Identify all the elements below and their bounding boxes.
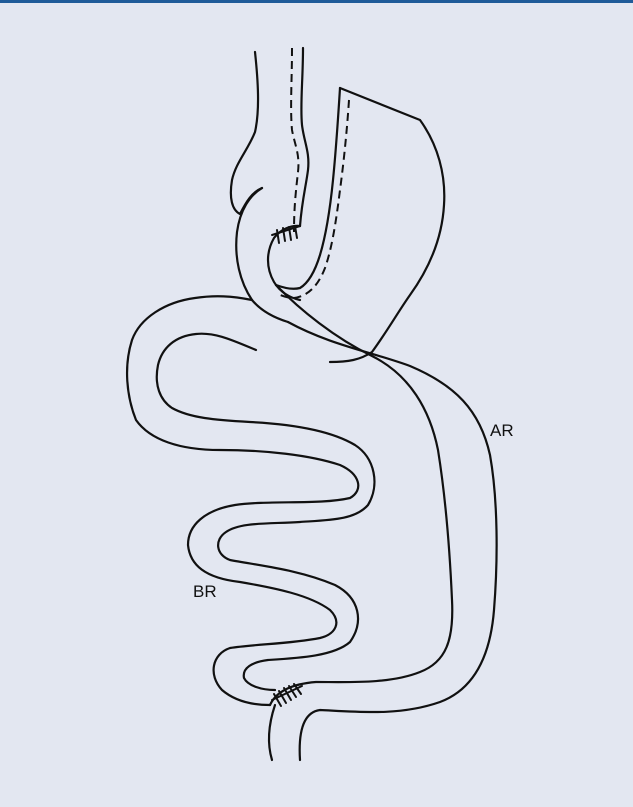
gastrojejunal-loop [236,188,300,322]
label-ar: AR [490,421,514,440]
dashed-staple-line-left [291,48,298,232]
alimentary-limb-outer [288,322,497,760]
remnant-stomach-left-wall [276,88,340,289]
dashed-staple-line-right [278,100,349,298]
biliopancreatic-limb-inner [157,334,375,690]
loop-outer [236,188,288,322]
esophagus-right-wall [300,48,308,226]
label-br: BR [193,582,217,601]
biliopancreatic-limb [127,296,374,760]
common-channel-left [269,705,275,760]
biliopancreatic-limb-outer [127,296,358,705]
esophagus-left-wall [231,52,262,214]
stomach-and-pouch [231,48,444,362]
